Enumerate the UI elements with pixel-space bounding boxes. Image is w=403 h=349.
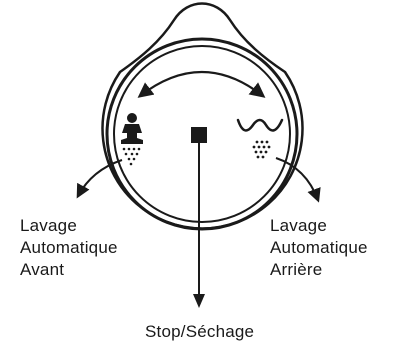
front-wash-label-line1: Lavage — [20, 216, 77, 235]
seated-person-front-spray-icon — [121, 113, 143, 166]
front-wash-label-line3: Avant — [20, 260, 65, 279]
rear-wash-label: Lavage Automatique Arrière — [270, 215, 368, 281]
rear-spray-icon — [236, 118, 284, 159]
control-knob[interactable] — [101, 2, 304, 231]
rear-wash-label-line2: Automatique — [270, 238, 368, 257]
stop-drying-label: Stop/Séchage — [145, 322, 255, 341]
front-wash-label: Lavage Automatique Avant — [20, 215, 118, 281]
double-headed-curved-arrow-icon — [137, 71, 266, 98]
knob-inner-ring — [113, 45, 291, 223]
knob-outer-ring — [105, 37, 299, 231]
square-stop-icon[interactable] — [191, 127, 207, 143]
rear-wash-label-line3: Arrière — [270, 260, 323, 279]
rear-wash-label-line1: Lavage — [270, 216, 327, 235]
rear-wash-pointer-arrow — [275, 157, 321, 203]
stop-pointer-arrowhead — [193, 294, 205, 308]
front-wash-pointer-arrow — [76, 159, 123, 199]
front-wash-label-line2: Automatique — [20, 238, 118, 257]
